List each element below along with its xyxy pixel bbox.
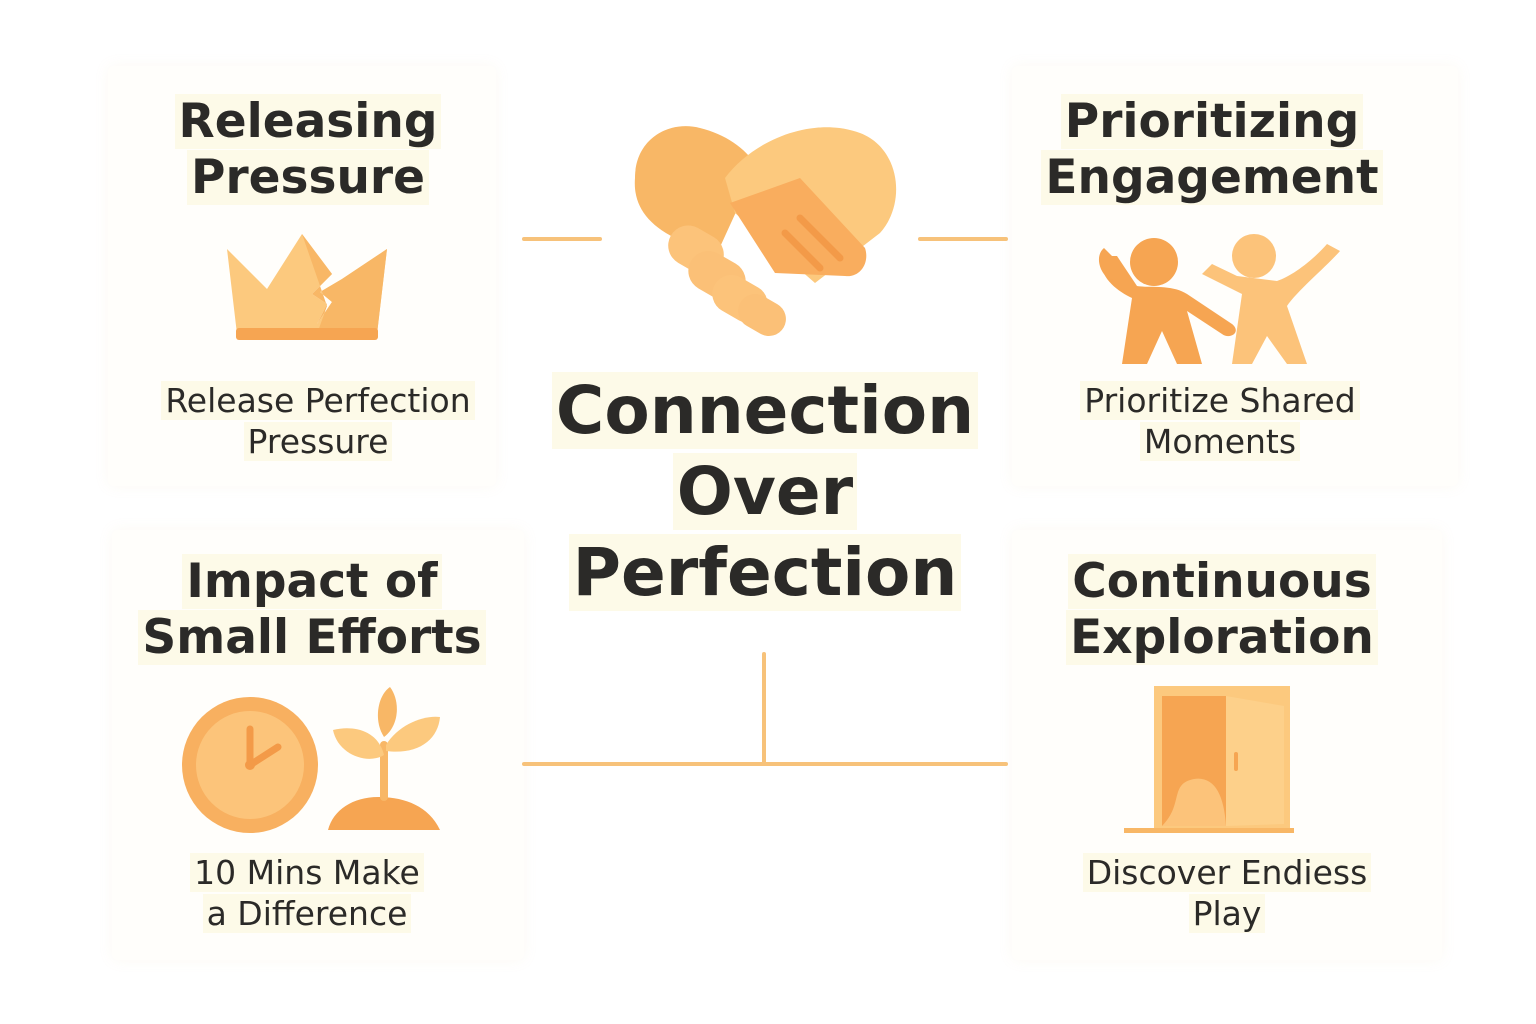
card-title-line: Prioritizing (1060, 94, 1364, 149)
card-subtitle-line: 10 Mins Make (190, 853, 424, 892)
card-title-line: Small Efforts (138, 610, 486, 665)
connector-vertical (762, 652, 766, 766)
card-title-line: Exploration (1066, 610, 1378, 665)
connector-top-left (522, 237, 602, 241)
card-subtitle-line: Discover Endiess (1082, 853, 1372, 892)
open-door-icon (1124, 686, 1294, 833)
card-title-line: Impact of (182, 554, 442, 609)
card-title-line: Pressure (187, 150, 429, 205)
card-title-line: Continuous (1068, 554, 1376, 609)
card-title-line: Releasing (174, 94, 442, 149)
card-subtitle-line: Release Perfection (161, 381, 475, 420)
card-title-releasing-pressure: Releasing Pressure (108, 94, 508, 206)
sprout-icon (328, 687, 440, 830)
card-subtitle-line: a Difference (202, 894, 412, 933)
card-title-impact-small-efforts: Impact of Small Efforts (112, 554, 512, 666)
card-subtitle-line: Play (1188, 894, 1266, 933)
broken-crown-icon (227, 234, 387, 340)
connector-bottom (522, 762, 1008, 766)
central-title-line-2: Over (672, 453, 858, 530)
card-title-prioritizing-engagement: Prioritizing Engagement (1010, 94, 1414, 206)
central-title-line-3: Perfection (568, 534, 962, 611)
clock-icon (182, 697, 318, 833)
card-subtitle-line: Prioritize Shared (1080, 381, 1360, 420)
central-title: Connection Over Perfection (530, 370, 1000, 613)
connector-top-right (918, 237, 1008, 241)
card-subtitle-impact-small-efforts: 10 Mins Make a Difference (102, 852, 512, 934)
card-subtitle-continuous-exploration: Discover Endiess Play (1012, 852, 1442, 934)
two-people-playing-icon (1098, 234, 1340, 364)
card-subtitle-prioritizing-engagement: Prioritize Shared Moments (1010, 380, 1430, 462)
card-subtitle-line: Pressure (243, 422, 393, 461)
card-title-continuous-exploration: Continuous Exploration (1010, 554, 1434, 666)
handshake-heart-icon (634, 126, 897, 336)
central-title-line-1: Connection (551, 372, 979, 449)
card-subtitle-releasing-pressure: Release Perfection Pressure (108, 380, 528, 462)
card-title-line: Engagement (1041, 150, 1383, 205)
card-subtitle-line: Moments (1139, 422, 1301, 461)
